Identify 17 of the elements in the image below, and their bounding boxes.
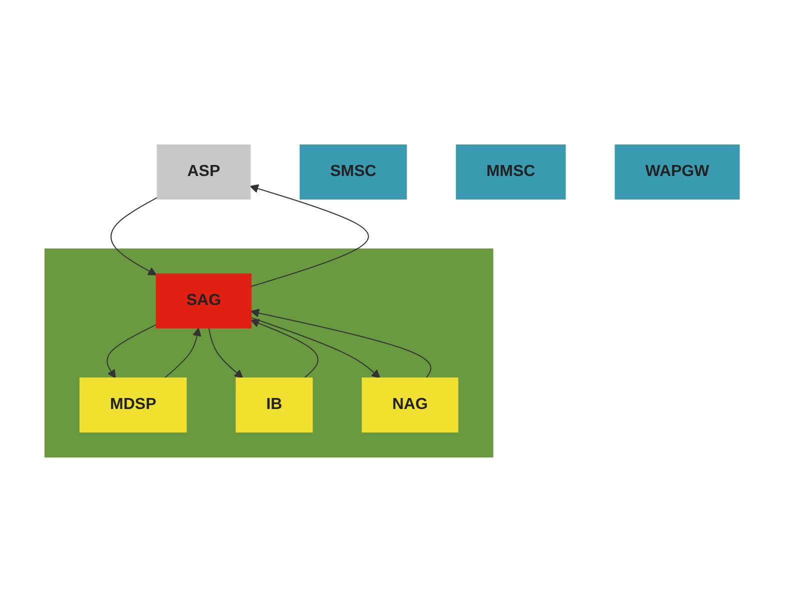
node-box: MDSP — [80, 378, 188, 432]
arrow — [107, 324, 158, 378]
cluster — [44, 248, 494, 458]
arrow — [110, 197, 158, 276]
node-box: SMSC — [300, 144, 408, 200]
node-box: MMSC — [456, 144, 566, 200]
arrow — [164, 328, 202, 378]
node-box: SAG — [156, 274, 252, 328]
node-box: ASP — [157, 144, 251, 200]
arrow — [208, 328, 244, 378]
arrow — [250, 317, 381, 378]
arrow — [251, 319, 319, 378]
node-box: IB — [236, 378, 314, 432]
node-box: WAPGW — [615, 144, 740, 200]
arrow — [251, 308, 432, 378]
node-box: NAG — [362, 378, 459, 432]
arrow — [250, 184, 370, 287]
